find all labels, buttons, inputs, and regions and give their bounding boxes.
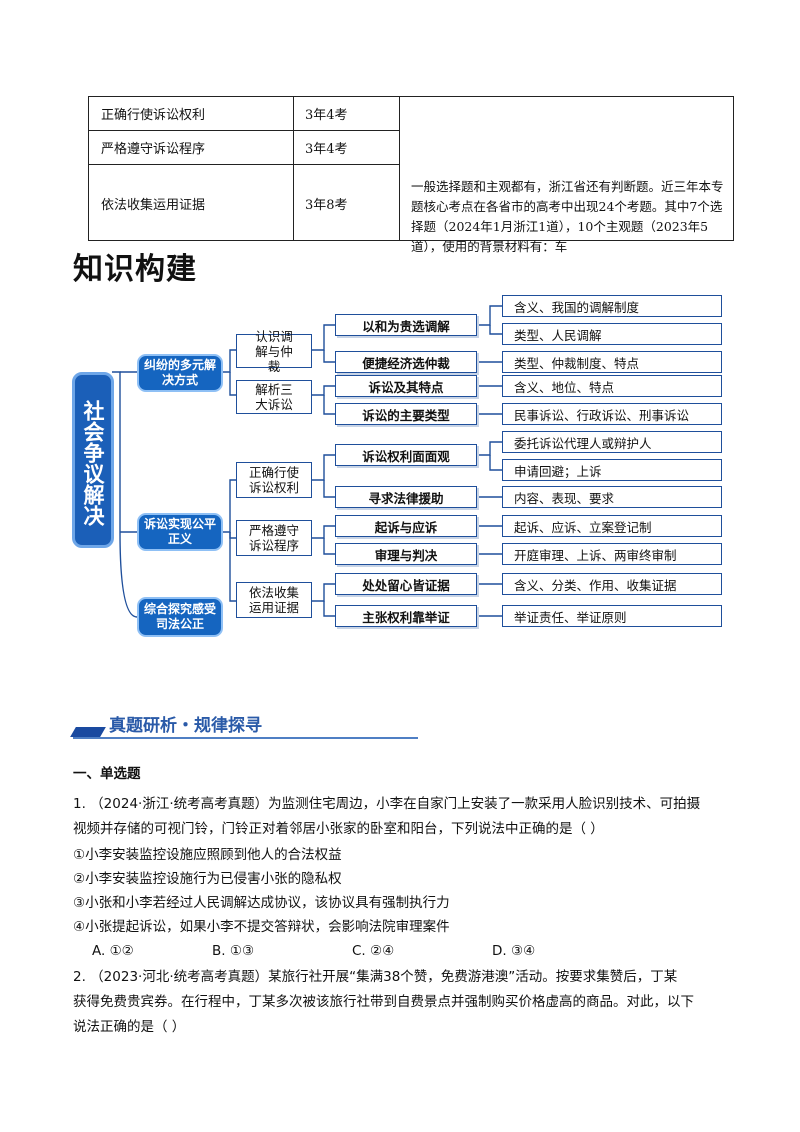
option-b[interactable]: B. ①③ — [212, 943, 255, 959]
table-cell-freq: 3年4考 — [305, 108, 348, 123]
banner-bar — [70, 727, 106, 737]
question-2-stem-line: 2. （2023·河北·统考高考真题）某旅行社开展“集满38个赞，免费游港澳”活… — [73, 969, 678, 985]
diagram-node-level3: 起诉与应诉 — [335, 515, 477, 537]
question-2-stem-line: 获得免费贵宾券。在行程中，丁某多次被该旅行社带到自费景点并强制购买价格虚高的商品… — [73, 994, 694, 1010]
diagram-node-level4: 类型、人民调解 — [502, 323, 722, 345]
diagram-node-level1: 纠纷的多元解决方式 — [137, 354, 223, 392]
option-c[interactable]: C. ②④ — [352, 943, 395, 959]
section-heading: 知识构建 — [73, 252, 197, 287]
table-cell-topic: 正确行使诉讼权利 — [101, 108, 206, 123]
diagram-node-level3: 诉讼权利面面观 — [335, 444, 477, 466]
question-2-stem-line: 说法正确的是（ ） — [73, 1019, 186, 1035]
table-cell-note: 一般选择题和主观都有，浙江省还有判断题。近三年本专题核心考点在各省市的高考中出现… — [411, 179, 724, 254]
table-cell-topic: 依法收集运用证据 — [101, 197, 206, 213]
diagram-node-level2: 正确行使诉讼权利 — [236, 462, 312, 498]
diagram-root: 社会争议解决 — [72, 372, 114, 548]
diagram-node-level4: 内容、表现、要求 — [502, 486, 722, 508]
table-cell-freq: 3年8考 — [305, 197, 348, 213]
table-divider — [89, 164, 399, 166]
table-cell-freq: 3年4考 — [305, 142, 348, 157]
diagram-node-level4: 举证责任、举证原则 — [502, 605, 722, 627]
exam-frequency-table: 正确行使诉讼权利 3年4考 严格遵守诉讼程序 3年4考 依法收集运用证据 3年8… — [88, 96, 734, 254]
diagram-node-level4: 民事诉讼、行政诉讼、刑事诉讼 — [502, 403, 722, 425]
question-1-stem-line: 视频并存储的可视门铃，门铃正对着邻居小张家的卧室和阳台，下列说法中正确的是（ ） — [73, 821, 604, 837]
diagram-node-level4: 委托诉讼代理人或辩护人 — [502, 431, 722, 453]
table-divider — [399, 97, 401, 240]
diagram-node-level4: 含义、地位、特点 — [502, 375, 722, 397]
question-1-item: ②小李安装监控设施行为已侵害小张的隐私权 — [73, 871, 342, 887]
diagram-node-level3: 诉讼的主要类型 — [335, 403, 477, 425]
section-title: 一、单选题 — [73, 766, 141, 782]
diagram-node-level2: 严格遵守诉讼程序 — [236, 520, 312, 556]
knowledge-diagram: 社会争议解决 纠纷的多元解决方式 诉讼实现公平正义 综合探究感受司法公正 认识调… — [72, 292, 737, 652]
diagram-node-level3: 诉讼及其特点 — [335, 375, 477, 397]
section-banner: 真题研析・规律探寻 — [70, 709, 418, 739]
banner-underline — [73, 737, 418, 739]
diagram-node-level2: 解析三大诉讼 — [236, 380, 312, 414]
diagram-connectors — [111, 305, 502, 618]
table-divider — [293, 97, 295, 240]
diagram-node-level2: 认识调解与仲裁 — [236, 329, 312, 374]
diagram-node-level4: 含义、分类、作用、收集证据 — [502, 573, 722, 595]
option-d[interactable]: D. ③④ — [492, 943, 536, 959]
diagram-node-level3: 以和为贵选调解 — [335, 314, 477, 336]
table-divider — [89, 130, 399, 132]
banner-title: 真题研析・规律探寻 — [109, 716, 262, 736]
option-a[interactable]: A. ①② — [92, 943, 134, 959]
question-1-stem-line: 1. （2024·浙江·统考高考真题）为监测住宅周边，小李在自家门上安装了一款采… — [73, 796, 701, 812]
diagram-node-level3: 处处留心皆证据 — [335, 573, 477, 595]
table-cell-topic: 严格遵守诉讼程序 — [101, 142, 206, 157]
diagram-node-level3: 便捷经济选仲裁 — [335, 351, 477, 373]
diagram-node-level3: 主张权利靠举证 — [335, 605, 477, 627]
diagram-node-level3: 审理与判决 — [335, 543, 477, 565]
diagram-node-level4: 开庭审理、上诉、两审终审制 — [502, 543, 722, 565]
question-1-item: ①小李安装监控设施应照顾到他人的合法权益 — [73, 847, 342, 863]
diagram-node-level1: 综合探究感受司法公正 — [137, 597, 223, 637]
diagram-node-level4: 含义、我国的调解制度 — [502, 295, 722, 317]
diagram-node-level2: 依法收集运用证据 — [236, 582, 312, 618]
diagram-node-level4: 申请回避；上诉 — [502, 459, 722, 481]
diagram-node-level4: 类型、仲裁制度、特点 — [502, 351, 722, 373]
question-1-item: ③小张和小李若经过人民调解达成协议，该协议具有强制执行力 — [73, 895, 450, 911]
diagram-node-level4: 起诉、应诉、立案登记制 — [502, 515, 722, 537]
diagram-node-level1: 诉讼实现公平正义 — [137, 513, 223, 551]
question-1-item: ④小张提起诉讼，如果小李不提交答辩状，会影响法院审理案件 — [73, 919, 450, 935]
diagram-node-level3: 寻求法律援助 — [335, 486, 477, 508]
